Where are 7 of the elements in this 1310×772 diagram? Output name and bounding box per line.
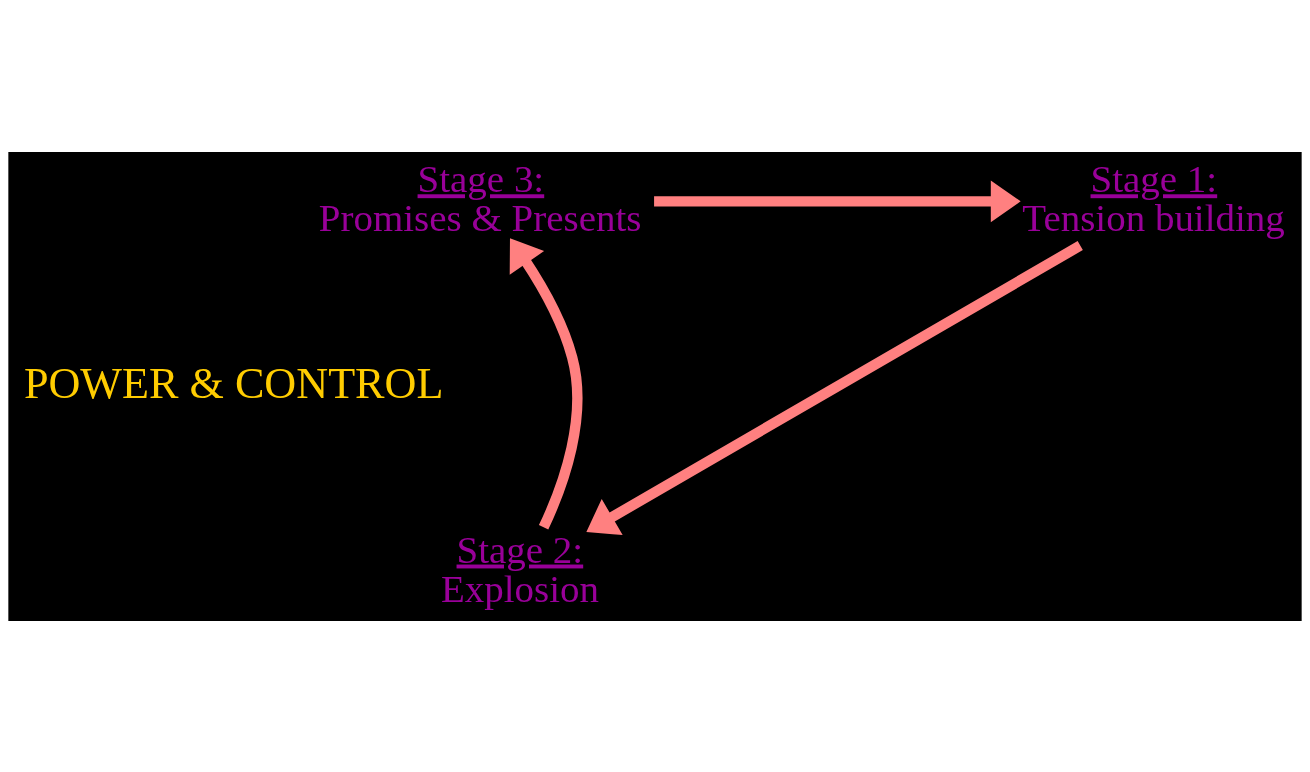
arrow [654,180,1021,222]
node-text: Stage 2: Explosion [440,527,600,610]
label: POWER & CONTROL [23,358,444,408]
arrow [509,237,583,529]
arrow [586,240,1083,535]
node-text: Stage 3: Promises & Presents [318,156,642,239]
node-text: Stage 1: Tension building [1022,156,1285,239]
